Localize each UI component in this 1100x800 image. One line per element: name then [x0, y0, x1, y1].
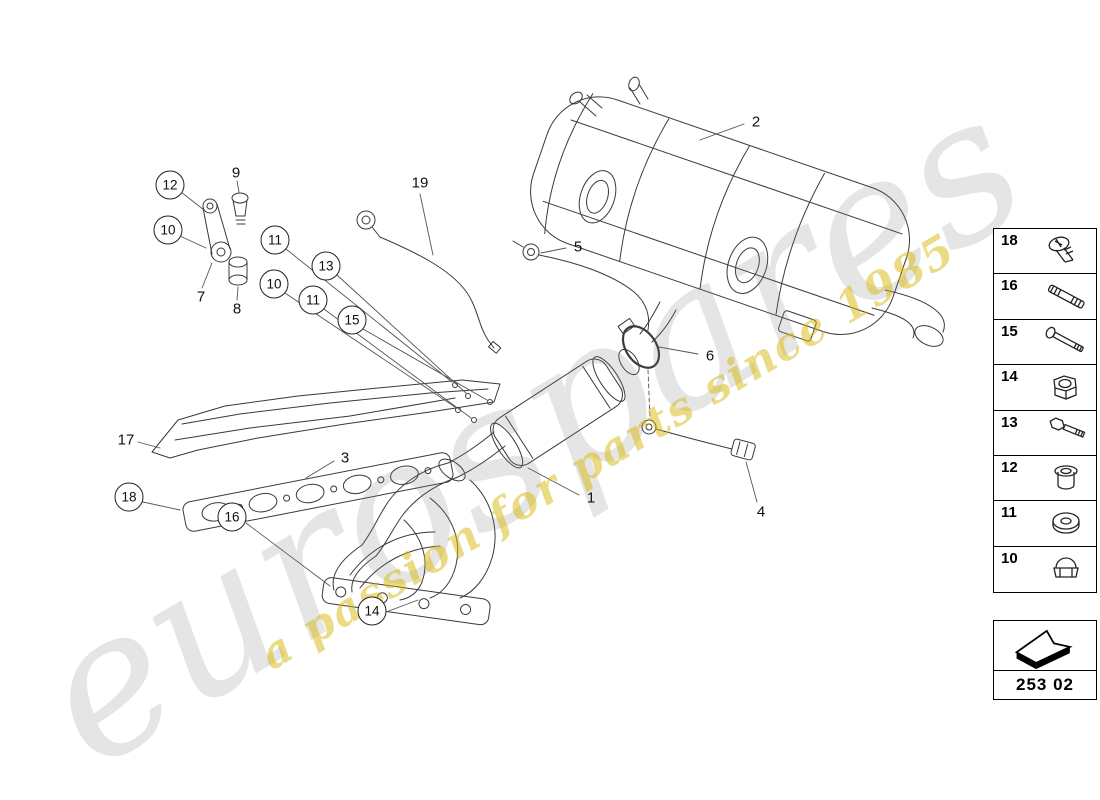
cap-nut-icon [1053, 557, 1079, 578]
callout-7[interactable]: 7 [196, 288, 206, 306]
legend-number: 12 [1001, 459, 1018, 477]
legend-number: 18 [1001, 232, 1018, 249]
callout-13[interactable]: 13 [311, 251, 341, 281]
bracket-outline [202, 198, 232, 263]
direction-arrow-icon [1014, 629, 1073, 670]
callout-10[interactable]: 10 [153, 215, 183, 245]
stud-icon [1047, 284, 1085, 309]
manifold-outline [321, 462, 496, 626]
legend-item-10[interactable]: 10 [993, 545, 1097, 593]
callout-4[interactable]: 4 [756, 503, 766, 521]
callout-1[interactable]: 1 [586, 489, 596, 507]
legend-number: 10 [1001, 549, 1018, 567]
legend-number: 11 [1001, 504, 1017, 522]
callout-6[interactable]: 6 [705, 347, 715, 365]
callout-19[interactable]: 19 [411, 174, 429, 192]
callout-2[interactable]: 2 [751, 113, 761, 131]
callout-3[interactable]: 3 [340, 449, 350, 467]
callout-17[interactable]: 17 [117, 431, 135, 449]
legend-item-18[interactable]: 18 [993, 228, 1097, 275]
leader-lines [137, 123, 758, 613]
legend-item-13[interactable]: 13 [993, 409, 1097, 457]
catalytic-converter-outline [490, 356, 626, 469]
callout-16[interactable]: 16 [217, 502, 247, 532]
clamp-outline [617, 317, 661, 369]
screw-outline [231, 192, 249, 225]
legend-item-14[interactable]: 14 [993, 364, 1097, 412]
hex-bolt-icon [1049, 417, 1086, 439]
parts-legend: 18 16 15 [993, 228, 1097, 593]
callout-8[interactable]: 8 [232, 300, 242, 318]
bushing-outline [228, 256, 248, 286]
callout-15[interactable]: 15 [337, 305, 367, 335]
legend-item-12[interactable]: 12 [993, 455, 1097, 503]
callout-12[interactable]: 12 [155, 170, 185, 200]
callout-10-2[interactable]: 10 [259, 269, 289, 299]
long-bolt-icon [1045, 327, 1084, 353]
legend-item-11[interactable]: 11 [993, 500, 1097, 548]
sensor-19-outline [356, 210, 502, 354]
legend-item-15[interactable]: 15 [993, 318, 1097, 366]
sleeve-bushing-icon [1054, 464, 1078, 490]
muffler-outline [530, 93, 911, 342]
legend-number: 16 [1001, 277, 1018, 295]
legend-number: 13 [1001, 413, 1018, 431]
sensor-4-outline [641, 419, 756, 461]
hex-nut-icon [1053, 375, 1077, 400]
pan-head-screw-icon [1048, 236, 1074, 263]
callout-9[interactable]: 9 [231, 164, 241, 182]
washer-icon [1052, 512, 1080, 534]
legend-number: 14 [1001, 368, 1018, 386]
legend-item-16[interactable]: 16 [993, 273, 1097, 321]
heat-shield-outline [151, 379, 501, 459]
callout-11-2[interactable]: 11 [298, 285, 328, 315]
direction-arrow-box [993, 620, 1097, 672]
diagram-code: 253 02 [993, 670, 1097, 700]
callout-5[interactable]: 5 [573, 238, 583, 256]
sensor-5-outline [512, 240, 650, 331]
callout-18[interactable]: 18 [114, 482, 144, 512]
legend-number: 15 [1001, 322, 1018, 340]
callout-11[interactable]: 11 [260, 225, 290, 255]
callout-14[interactable]: 14 [357, 596, 387, 626]
